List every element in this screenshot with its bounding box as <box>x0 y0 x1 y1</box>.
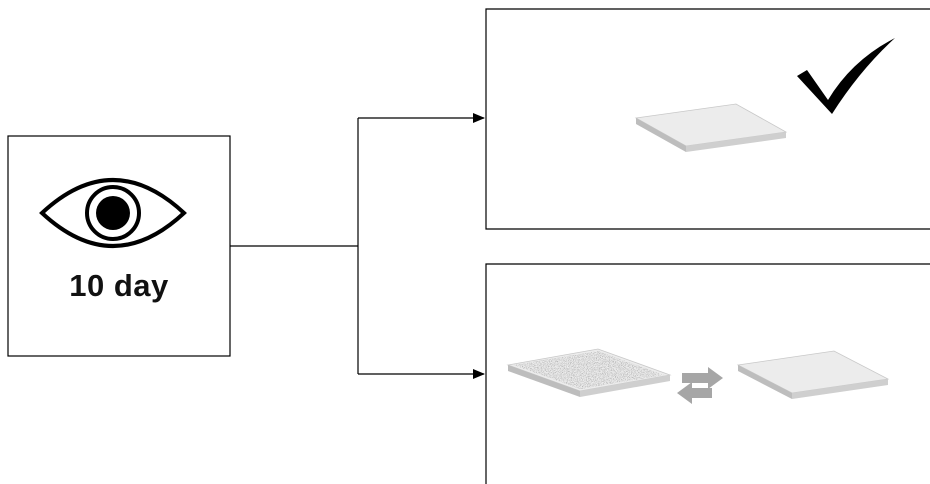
contaminated-slab-icon <box>506 348 672 397</box>
clean-slab-icon <box>736 350 890 399</box>
outcome-box-top <box>485 8 930 230</box>
outcome-box-bottom <box>485 263 930 484</box>
eye-icon <box>39 178 187 248</box>
observation-day-label: 10 day <box>69 268 169 303</box>
clean-slab-icon <box>634 103 788 152</box>
checkmark-icon <box>797 38 895 114</box>
branch-connector <box>230 113 485 379</box>
exchange-arrows-icon <box>677 367 723 404</box>
